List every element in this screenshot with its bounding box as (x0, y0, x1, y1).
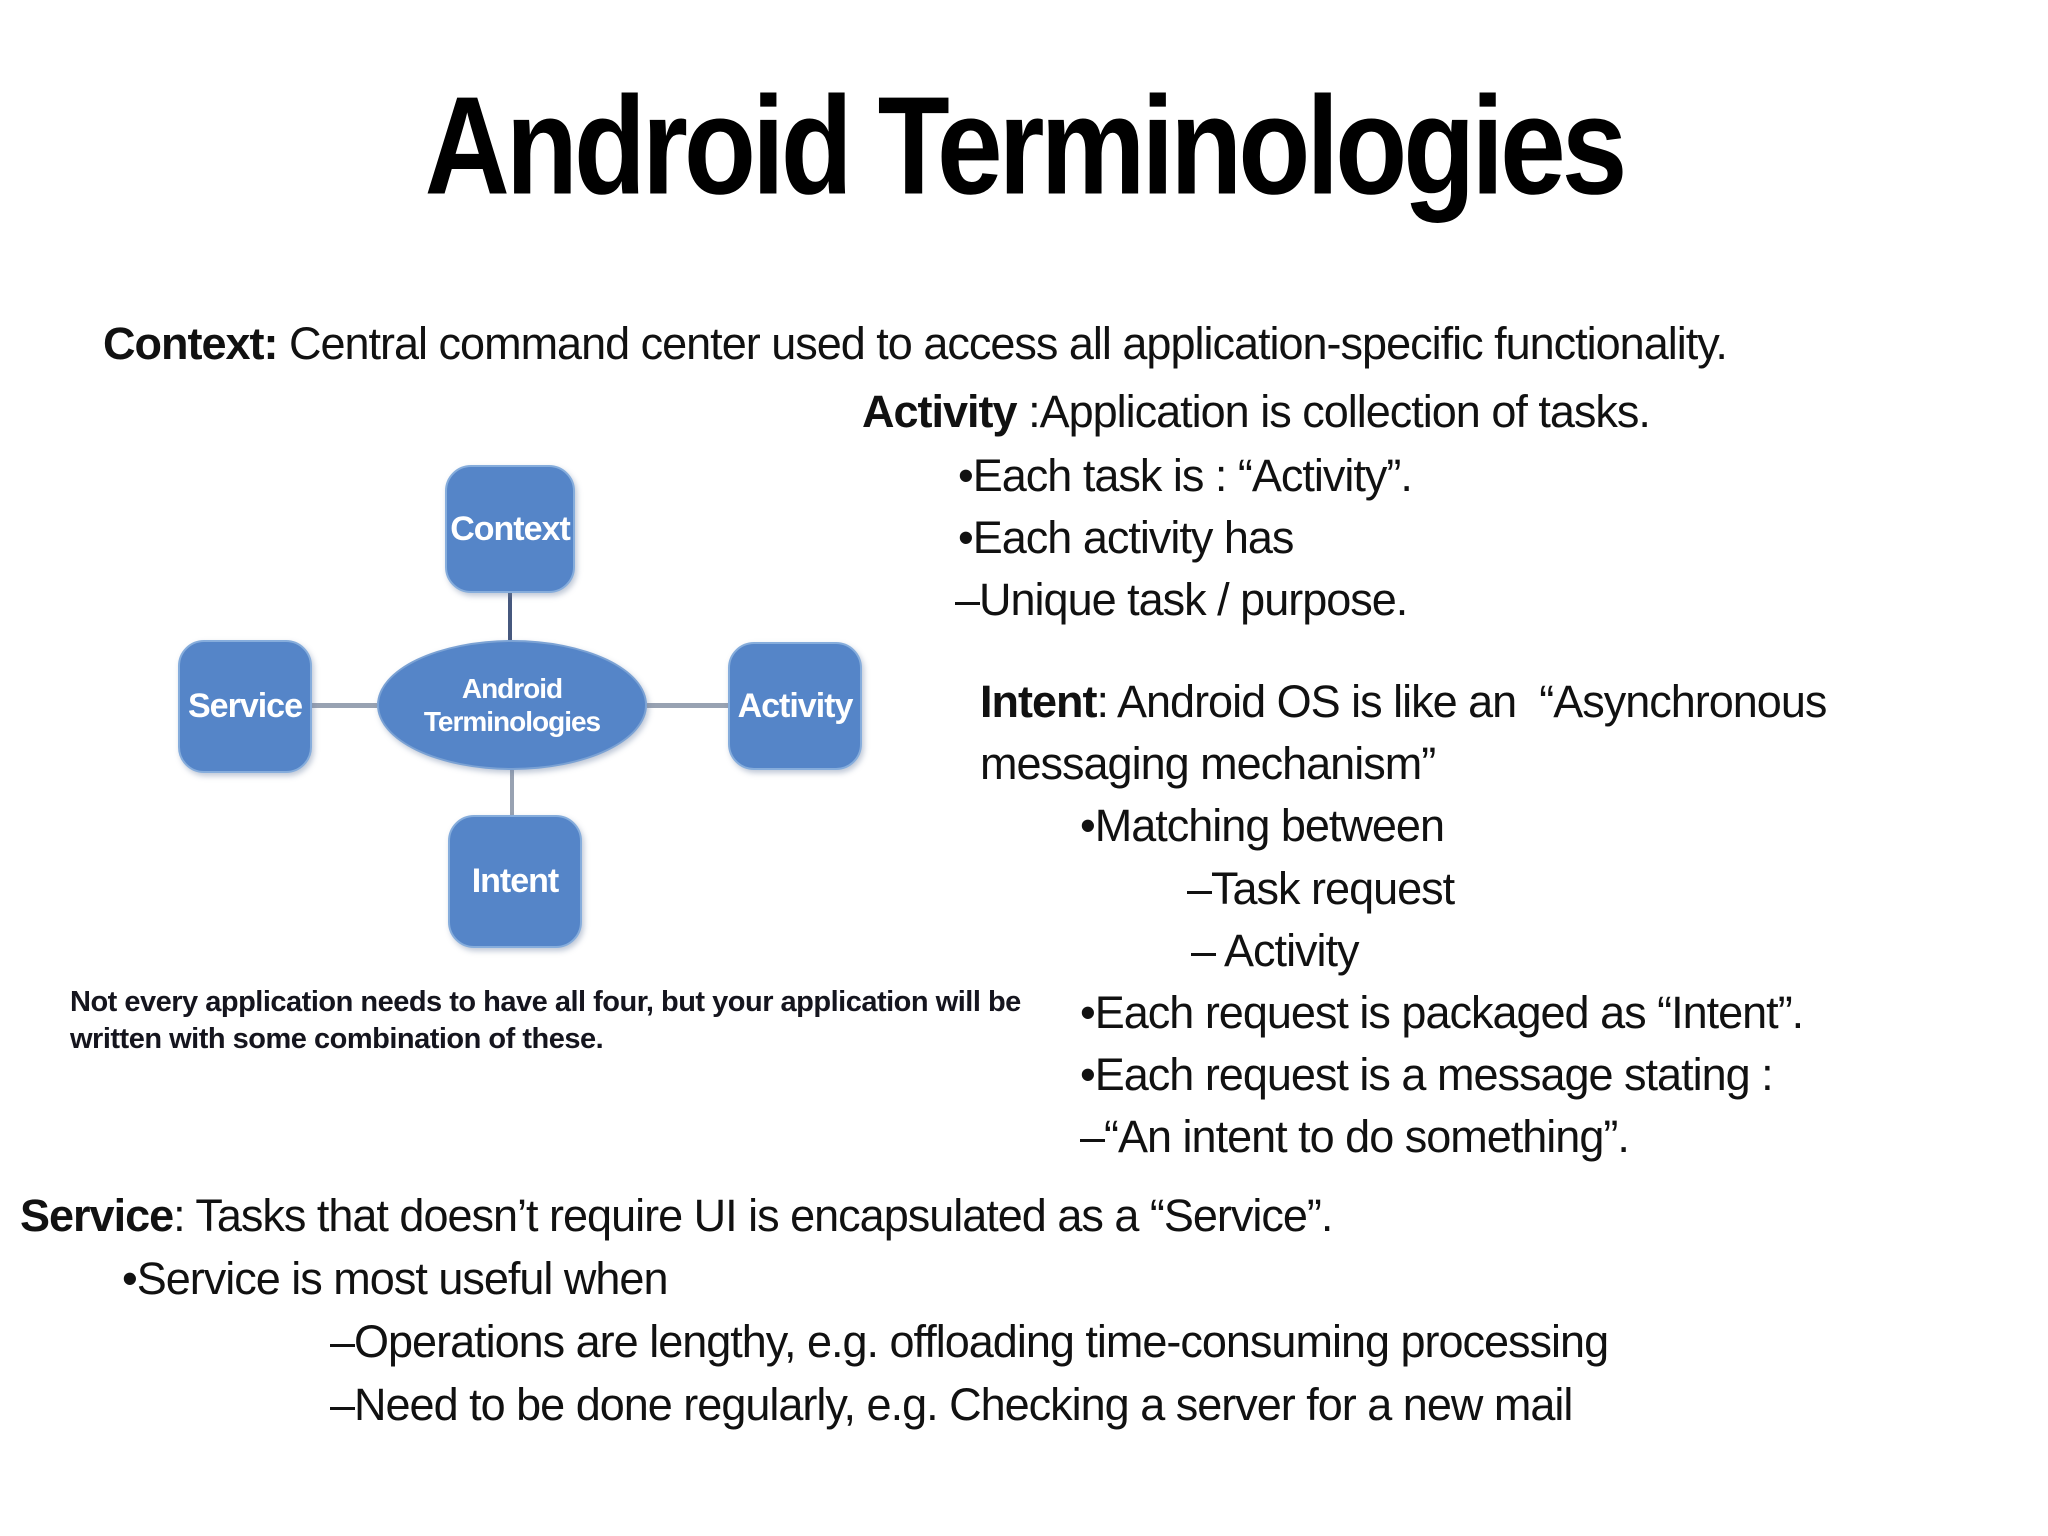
service-header: Service: Tasks that doesn’t require UI i… (20, 1188, 1333, 1244)
center-label-line2: Terminologies (423, 706, 601, 737)
center-label-line1: Android (461, 673, 563, 704)
intent-header-line2: messaging mechanism” (980, 738, 1436, 789)
context-label: Context: (103, 318, 278, 369)
service-label: Service (20, 1190, 174, 1241)
service-text: : Tasks that doesn’t require UI is encap… (173, 1190, 1333, 1241)
intent-bullet: –Task request (1187, 863, 1455, 914)
node-intent-label: Intent (471, 862, 560, 900)
connector-left (312, 703, 377, 708)
service-bullet: •Service is most useful when (122, 1253, 668, 1304)
diagram-center-ellipse: Android Terminologies (377, 640, 647, 770)
service-bullet: –Need to be done regularly, e.g. Checkin… (330, 1379, 1573, 1430)
page-title: Android Terminologies (424, 68, 1628, 225)
context-statement: Context: Central command center used to … (103, 316, 1728, 372)
diagram-caption-line2: written with some combination of these. (70, 1023, 604, 1055)
intent-text-line1: : Android OS is like an “Asynchronous (1096, 676, 1827, 727)
activity-header: Activity :Application is collection of t… (862, 384, 1651, 440)
intent-label: Intent (980, 676, 1097, 727)
node-context-label: Context (450, 509, 571, 548)
connector-bottom (510, 770, 514, 815)
activity-bullet: •Each activity has (958, 512, 1294, 563)
diagram-node-context: Context (445, 465, 575, 593)
activity-label: Activity (862, 386, 1018, 437)
diagram-node-intent: Intent (448, 815, 582, 948)
service-bullet: –Operations are lengthy, e.g. offloading… (330, 1316, 1609, 1367)
activity-text: :Application is collection of tasks. (1016, 386, 1651, 437)
context-text: Central command center used to access al… (277, 318, 1728, 369)
intent-bullet: – Activity (1191, 925, 1360, 976)
activity-bullet: •Each task is : “Activity”. (958, 450, 1413, 501)
connector-top (508, 593, 512, 640)
diagram-node-activity: Activity (728, 642, 862, 770)
diagram-node-service: Service (178, 640, 312, 773)
intent-bullet: –“An intent to do something”. (1080, 1111, 1630, 1162)
connector-right (647, 703, 730, 708)
intent-bullet: •Matching between (1080, 800, 1445, 851)
intent-header-line1: Intent: Android OS is like an “Asynchron… (980, 674, 1827, 730)
node-activity-label: Activity (737, 686, 854, 725)
node-service-label: Service (188, 687, 303, 725)
intent-bullet: •Each request is packaged as “Intent”. (1080, 987, 1804, 1038)
diagram-caption-line1: Not every application needs to have all … (70, 986, 1021, 1018)
activity-bullet: –Unique task / purpose. (955, 574, 1408, 625)
intent-bullet: •Each request is a message stating : (1080, 1049, 1774, 1100)
